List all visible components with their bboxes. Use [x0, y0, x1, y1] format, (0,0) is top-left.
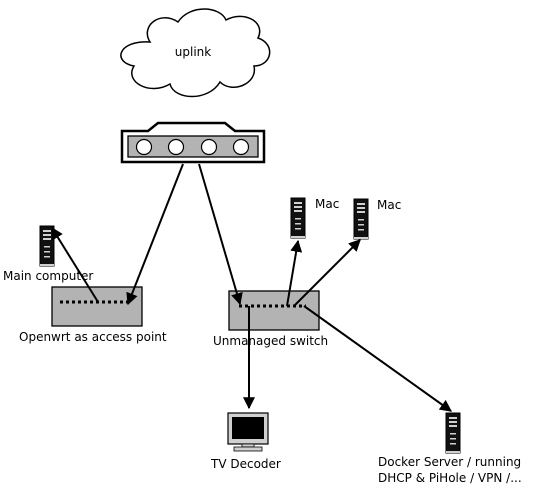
link-switch-to-docker-server — [303, 305, 452, 412]
mac-2: Mac — [353, 198, 401, 240]
link-switch-to-mac-1 — [286, 239, 303, 307]
monitor-icon — [227, 412, 269, 452]
tv-decoder: TV Decoder — [210, 412, 281, 471]
access-point-box — [51, 286, 143, 327]
docker-server-label-line-2: DHCP & PiHole / VPN /... — [378, 471, 522, 485]
cloud-icon — [120, 8, 271, 98]
tv-decoder-label: TV Decoder — [210, 457, 281, 471]
switch-box — [228, 290, 320, 331]
cloud-label: uplink — [175, 45, 211, 59]
router-icon — [120, 121, 266, 164]
link-router-to-access-point — [126, 163, 184, 306]
link-access-point-to-main-computer — [51, 226, 99, 303]
link-router-to-switch — [198, 163, 243, 306]
access-point-label: Openwrt as access point — [19, 330, 167, 344]
router — [120, 121, 266, 164]
mac-1-label: Mac — [315, 197, 339, 211]
docker-server: Docker Server / running DHCP & PiHole / … — [378, 412, 522, 485]
switch-label: Unmanaged switch — [213, 334, 328, 348]
links — [51, 163, 452, 412]
server-tower-icon — [353, 198, 369, 240]
link-switch-to-mac-2 — [293, 239, 361, 307]
mac-1: Mac — [290, 197, 339, 239]
unmanaged-switch: Unmanaged switch — [213, 290, 328, 348]
server-tower-icon — [290, 197, 306, 239]
mac-2-label: Mac — [377, 198, 401, 212]
uplink-cloud: uplink — [120, 8, 271, 98]
server-tower-icon — [445, 412, 461, 454]
main-computer-label: Main computer — [3, 269, 93, 283]
main-computer: Main computer — [3, 225, 93, 283]
server-tower-icon — [39, 225, 55, 267]
access-point: Openwrt as access point — [19, 286, 167, 344]
docker-server-label-line-1: Docker Server / running — [378, 455, 521, 469]
